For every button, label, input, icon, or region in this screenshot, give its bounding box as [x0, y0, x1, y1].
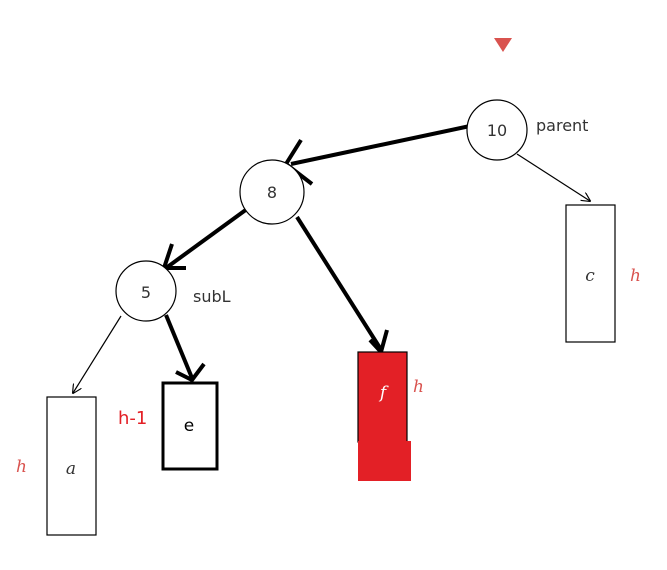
edge-parent-to-8 [290, 124, 471, 166]
subtree-e-height: h-1 [118, 408, 147, 429]
edge-parent-to-c [516, 153, 590, 201]
edge-5-to-e [164, 314, 194, 379]
subtree-f-label: f [378, 383, 389, 403]
node-parent: 10 [466, 99, 528, 161]
arrowhead-5-to-e [175, 362, 206, 383]
edge-5-to-a [73, 315, 122, 393]
subtree-e-label: e [184, 416, 194, 436]
triangle-down-icon [494, 38, 512, 52]
subtree-a-height: h [16, 457, 27, 477]
subtree-f-height: h [413, 377, 424, 397]
subtree-c-label: c [585, 266, 595, 286]
node-parent-value: 10 [487, 121, 507, 140]
node-subL-label: subL [193, 287, 231, 306]
node-subL: 5 [115, 260, 177, 322]
subtree-e: e [161, 381, 219, 471]
subtree-a-label: a [66, 459, 76, 479]
node-parent-label: parent [536, 116, 588, 135]
subtree-f: f [357, 351, 411, 481]
edge-8-to-f [295, 215, 382, 350]
node-8: 8 [239, 159, 305, 225]
subtree-a: a [46, 396, 97, 536]
node-8-value: 8 [267, 183, 277, 202]
subtree-c-height: h [630, 266, 641, 286]
subtree-c: c [565, 204, 616, 343]
node-subL-value: 5 [141, 283, 151, 302]
edge-8-to-5 [164, 207, 249, 270]
